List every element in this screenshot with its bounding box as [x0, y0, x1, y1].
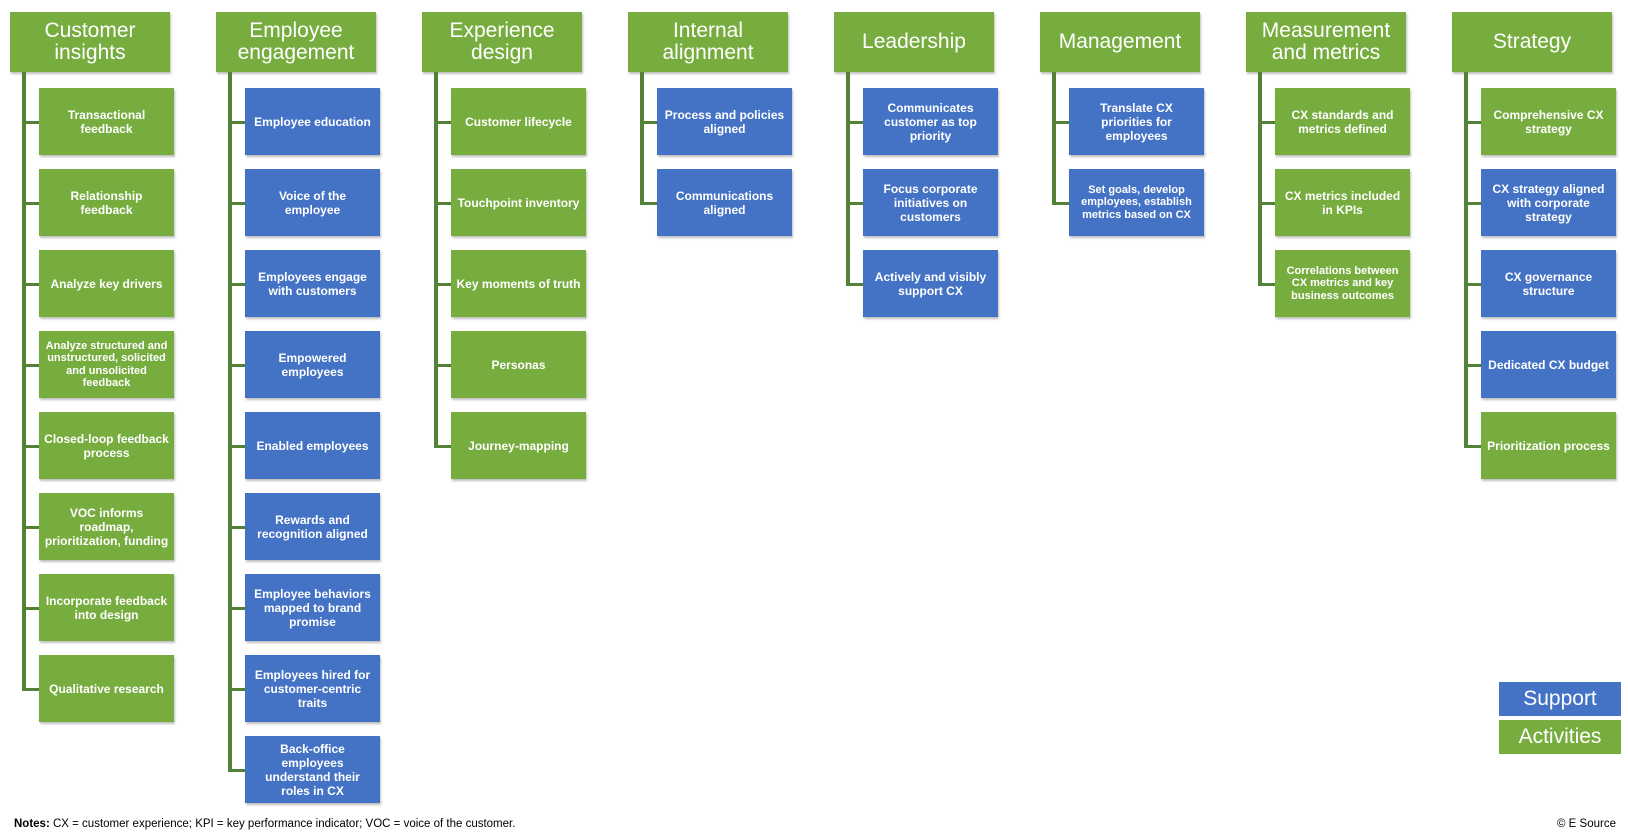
item-connector — [846, 282, 866, 286]
activity-item: Analyze key drivers — [39, 250, 174, 317]
item-connector — [1464, 201, 1484, 205]
support-item: Process and policies aligned — [657, 88, 792, 155]
item-connector — [434, 282, 454, 286]
support-item: Employees hired for customer-centric tra… — [245, 655, 380, 722]
column-connector-line — [1258, 72, 1262, 286]
support-item: Rewards and recognition aligned — [245, 493, 380, 560]
item-connector — [1258, 201, 1278, 205]
item-connector — [22, 444, 42, 448]
support-item: Empowered employees — [245, 331, 380, 398]
item-connector — [228, 768, 248, 772]
item-connector — [228, 282, 248, 286]
activity-item: Analyze structured and unstructured, sol… — [39, 331, 174, 398]
activity-item: Comprehensive CX strategy — [1481, 88, 1616, 155]
support-item: Actively and visibly support CX — [863, 250, 998, 317]
column-connector-line — [640, 72, 644, 205]
column-connector-line — [22, 72, 26, 691]
support-item: Communicates customer as top priority — [863, 88, 998, 155]
item-connector — [22, 525, 42, 529]
column-connector-line — [846, 72, 850, 286]
item-connector — [228, 120, 248, 124]
activity-item: Incorporate feedback into design — [39, 574, 174, 641]
activity-item: Qualitative research — [39, 655, 174, 722]
support-item: Employees engage with customers — [245, 250, 380, 317]
support-item: Voice of the employee — [245, 169, 380, 236]
item-connector — [434, 201, 454, 205]
column-header: Leadership — [834, 12, 994, 72]
item-connector — [22, 606, 42, 610]
activity-item: Touchpoint inventory — [451, 169, 586, 236]
item-connector — [228, 444, 248, 448]
column-header: Strategy — [1452, 12, 1612, 72]
item-connector — [434, 363, 454, 367]
column-header: Experience design — [422, 12, 582, 72]
item-connector — [1258, 120, 1278, 124]
activity-item: Key moments of truth — [451, 250, 586, 317]
activity-item: CX standards and metrics defined — [1275, 88, 1410, 155]
activity-item: Correlations between CX metrics and key … — [1275, 250, 1410, 317]
item-connector — [1258, 282, 1278, 286]
activity-item: Prioritization process — [1481, 412, 1616, 479]
item-connector — [1464, 282, 1484, 286]
item-connector — [434, 120, 454, 124]
credit: © E Source — [1557, 818, 1616, 830]
support-item: Communications aligned — [657, 169, 792, 236]
item-connector — [22, 120, 42, 124]
support-item: Focus corporate initiatives on customers — [863, 169, 998, 236]
activity-item: VOC informs roadmap, prioritization, fun… — [39, 493, 174, 560]
legend-activities: Activities — [1499, 720, 1621, 754]
item-connector — [22, 687, 42, 691]
item-connector — [846, 120, 866, 124]
support-item: Translate CX priorities for employees — [1069, 88, 1204, 155]
column-connector-line — [434, 72, 438, 448]
column-header: Management — [1040, 12, 1200, 72]
support-item: Employee education — [245, 88, 380, 155]
notes-text: CX = customer experience; KPI = key perf… — [49, 818, 516, 830]
column-header: Measurement and metrics — [1246, 12, 1406, 72]
support-item: Employee behaviors mapped to brand promi… — [245, 574, 380, 641]
activity-item: CX metrics included in KPIs — [1275, 169, 1410, 236]
item-connector — [1464, 444, 1484, 448]
item-connector — [22, 201, 42, 205]
support-item: CX strategy aligned with corporate strat… — [1481, 169, 1616, 236]
support-item: Dedicated CX budget — [1481, 331, 1616, 398]
activity-item: Customer lifecycle — [451, 88, 586, 155]
item-connector — [1052, 201, 1072, 205]
activity-item: Relationship feedback — [39, 169, 174, 236]
support-item: Set goals, develop employees, establish … — [1069, 169, 1204, 236]
column-header: Customer insights — [10, 12, 170, 72]
item-connector — [228, 201, 248, 205]
activity-item: Transactional feedback — [39, 88, 174, 155]
item-connector — [1464, 363, 1484, 367]
item-connector — [228, 687, 248, 691]
column-header: Internal alignment — [628, 12, 788, 72]
legend-support: Support — [1499, 682, 1621, 716]
activity-item: Closed-loop feedback process — [39, 412, 174, 479]
item-connector — [640, 120, 660, 124]
item-connector — [22, 282, 42, 286]
column-connector-line — [1052, 72, 1056, 205]
notes: Notes: CX = customer experience; KPI = k… — [14, 818, 515, 830]
notes-label: Notes: — [14, 818, 50, 830]
item-connector — [846, 201, 866, 205]
support-item: CX governance structure — [1481, 250, 1616, 317]
item-connector — [22, 363, 42, 367]
item-connector — [1052, 120, 1072, 124]
column-connector-line — [1464, 72, 1468, 448]
column-header: Employee engagement — [216, 12, 376, 72]
item-connector — [1464, 120, 1484, 124]
item-connector — [434, 444, 454, 448]
item-connector — [228, 525, 248, 529]
item-connector — [228, 363, 248, 367]
support-item: Enabled employees — [245, 412, 380, 479]
item-connector — [228, 606, 248, 610]
item-connector — [640, 201, 660, 205]
column-connector-line — [228, 72, 232, 772]
support-item: Back-office employees understand their r… — [245, 736, 380, 803]
activity-item: Journey-mapping — [451, 412, 586, 479]
activity-item: Personas — [451, 331, 586, 398]
